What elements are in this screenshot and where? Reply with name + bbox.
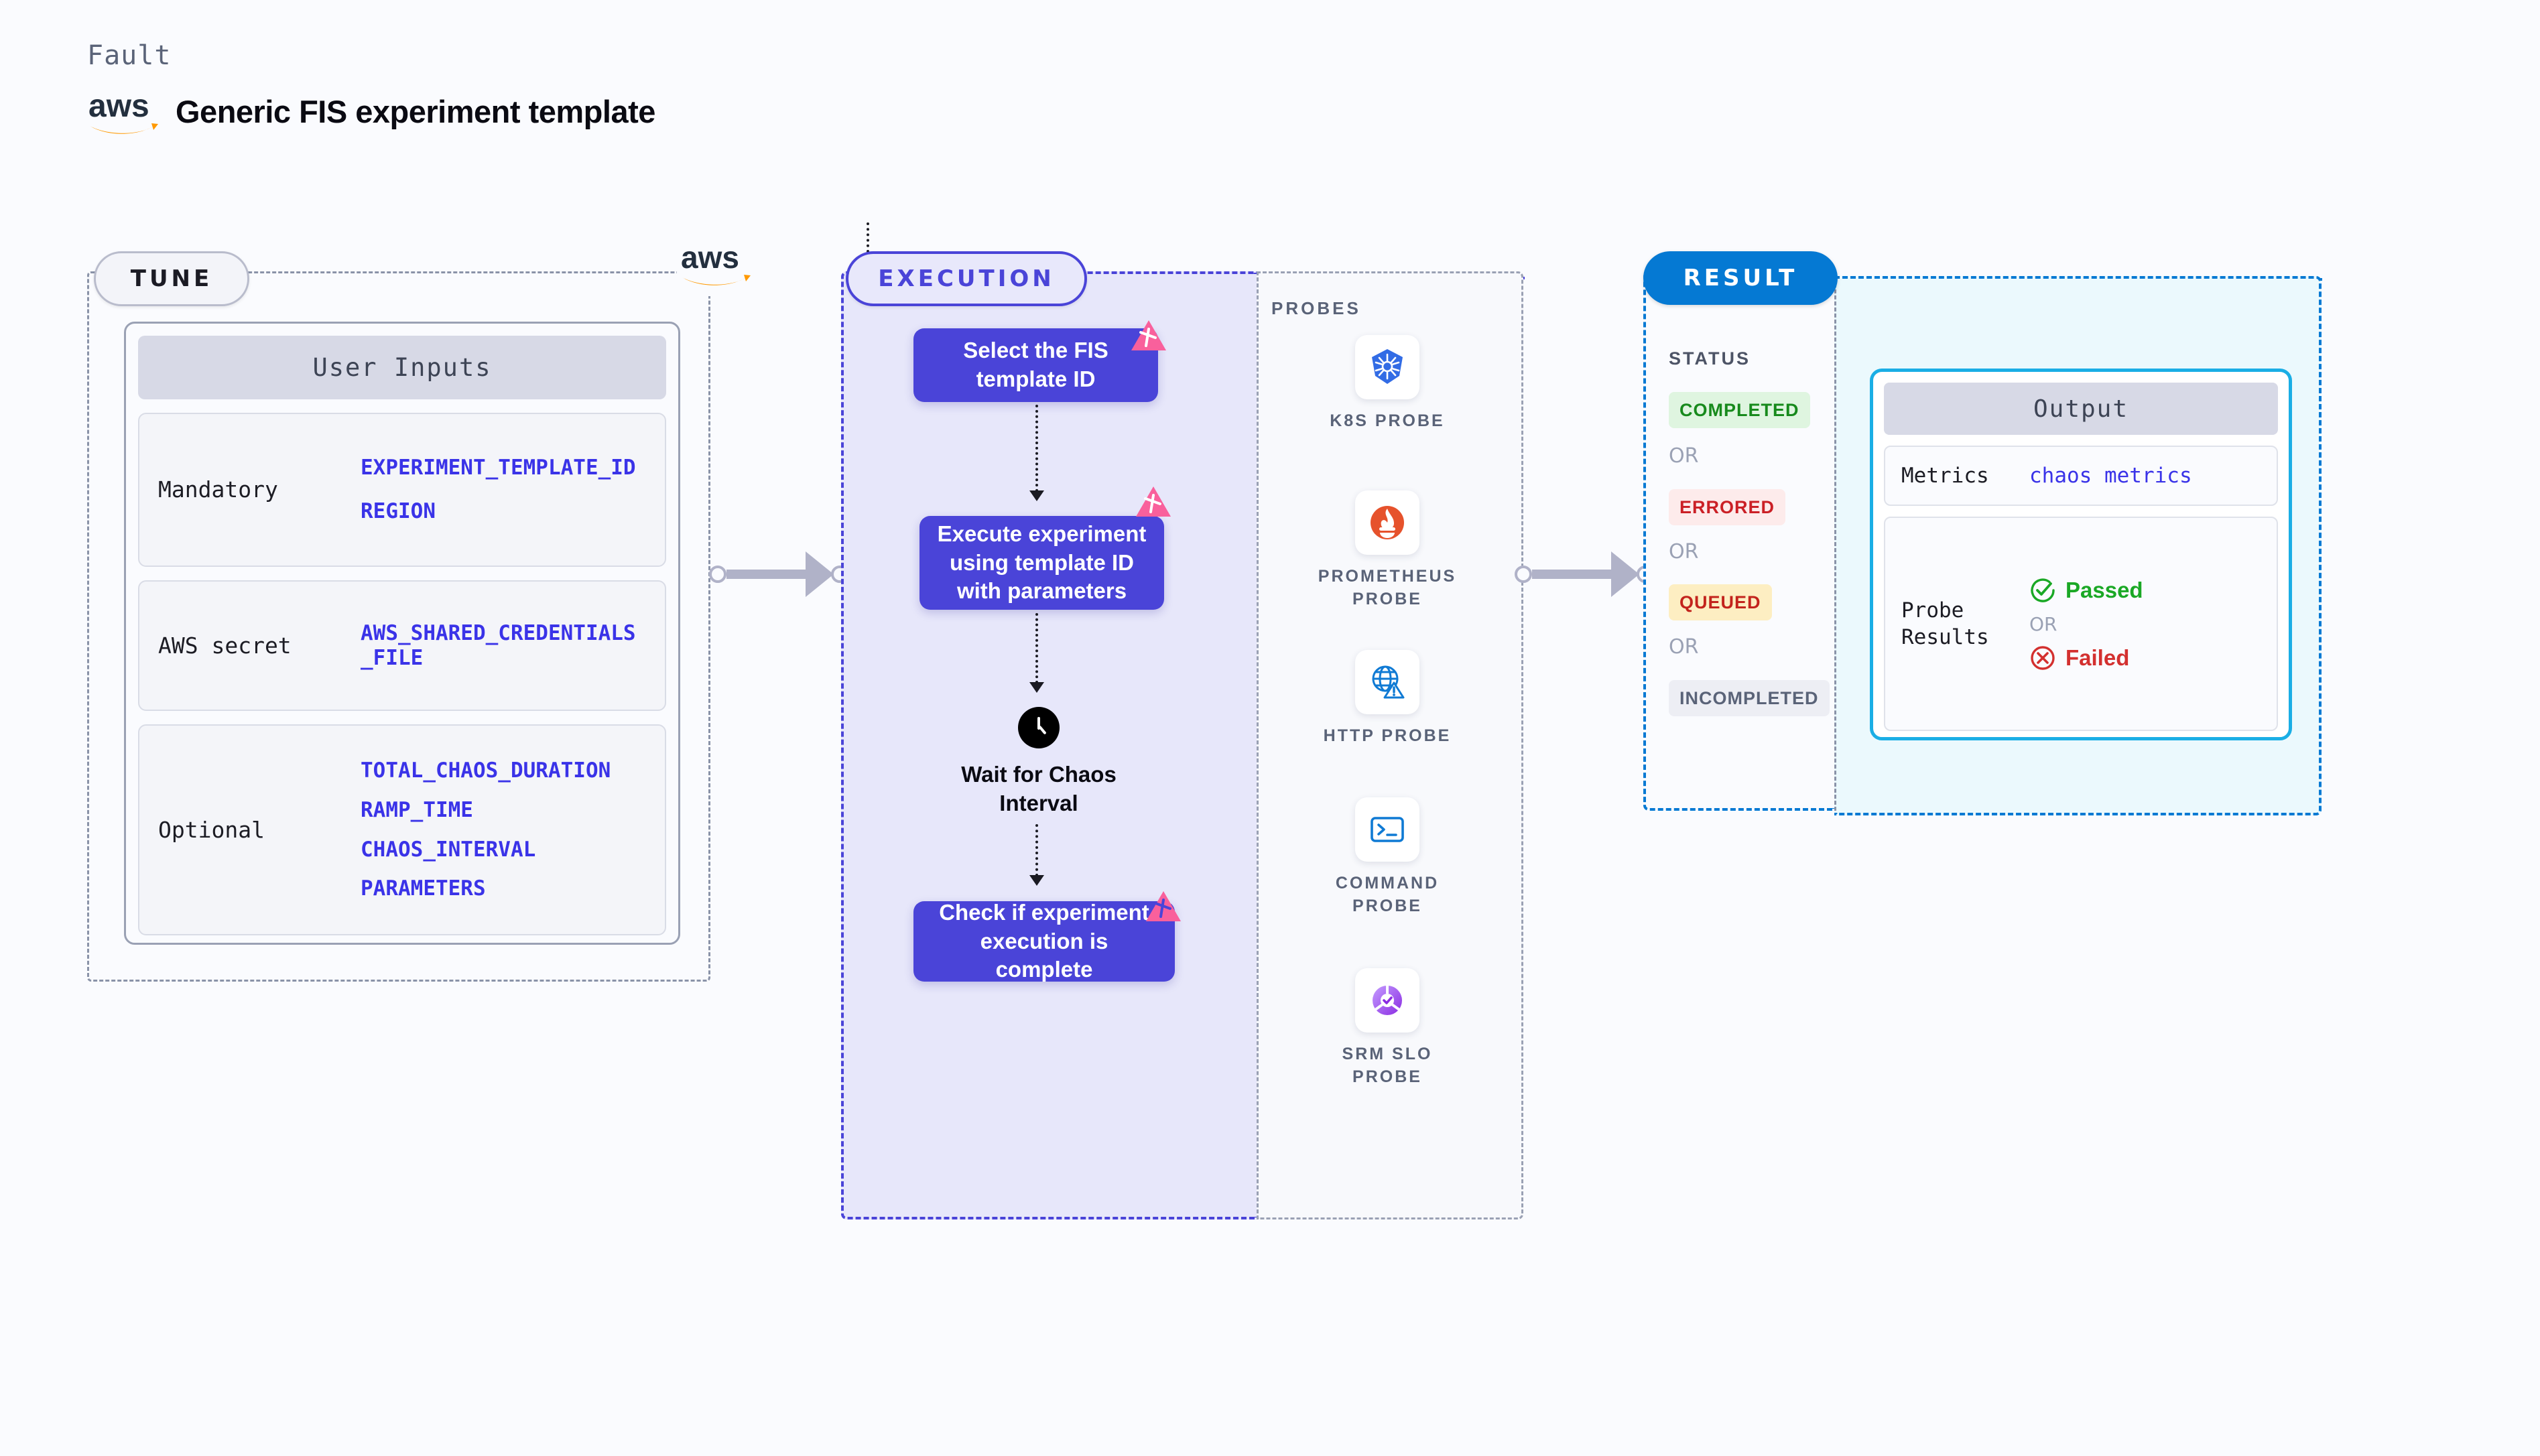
- input-group-optional: Optional TOTAL_CHAOS_DURATION RAMP_TIME …: [138, 724, 666, 935]
- output-metrics-value: chaos metrics: [2029, 464, 2192, 488]
- probe-result-failed-label: Failed: [2066, 645, 2130, 670]
- probe-item-srm-slo[interactable]: SRM SLO PROBE: [1307, 968, 1468, 1089]
- kubernetes-icon: [1355, 335, 1419, 399]
- input-value: RAMP_TIME: [361, 797, 473, 822]
- eyebrow-label: Fault: [87, 40, 172, 71]
- execution-node-check-complete[interactable]: Check if experiment execution is complet…: [913, 900, 1175, 982]
- output-row-metrics: Metrics chaos metrics: [1884, 446, 2278, 506]
- flow-arrowhead: [1029, 490, 1044, 501]
- flow-arrowhead: [1029, 682, 1044, 693]
- or-separator: OR: [2029, 612, 2057, 635]
- connector-execution-to-result: [1515, 551, 1654, 597]
- output-row-probe-results: Probe Results Passed OR Failed: [1884, 517, 2278, 731]
- input-group-label: Optional: [158, 816, 265, 843]
- or-separator: OR: [1669, 540, 1699, 564]
- status-title: STATUS: [1669, 348, 1751, 369]
- input-value: REGION: [361, 499, 436, 523]
- execution-node-select-template[interactable]: Select the FIS template ID: [913, 328, 1158, 402]
- probe-label: K8S PROBE: [1330, 411, 1445, 430]
- input-group-mandatory: Mandatory EXPERIMENT_TEMPLATE_ID REGION: [138, 413, 666, 567]
- terminal-icon: [1355, 797, 1419, 862]
- litmus-icon: [1136, 486, 1171, 517]
- probes-title: PROBES: [1271, 298, 1361, 318]
- aws-logo-inline: aws: [677, 235, 757, 296]
- execution-node-execute-experiment[interactable]: Execute experiment using template ID wit…: [919, 516, 1164, 610]
- connector-end-dot: [831, 566, 848, 583]
- input-value: PARAMETERS: [361, 876, 486, 901]
- connector-start-dot: [709, 566, 726, 583]
- probe-item-k8s[interactable]: K8S PROBE: [1307, 335, 1468, 433]
- input-group-values: EXPERIMENT_TEMPLATE_ID REGION: [361, 456, 636, 523]
- probe-label: PROMETHEUS PROBE: [1318, 567, 1457, 608]
- output-probe-results-values: Passed OR Failed: [2029, 577, 2143, 671]
- probe-label: COMMAND PROBE: [1335, 874, 1440, 915]
- output-title: Output: [1884, 383, 2278, 435]
- input-value: CHAOS_INTERVAL: [361, 837, 536, 862]
- flow-arrowhead: [1029, 875, 1044, 886]
- page-title: Generic FIS experiment template: [176, 94, 655, 129]
- connector-line: [726, 570, 806, 579]
- or-separator: OR: [1669, 635, 1699, 659]
- clock-icon: [1018, 707, 1060, 748]
- status-badge-incompleted: INCOMPLETED: [1669, 680, 1830, 716]
- input-value: AWS_SHARED_CREDENTIALS _FILE: [361, 620, 636, 670]
- result-divider: [1834, 271, 1836, 811]
- probe-label: HTTP PROBE: [1323, 726, 1452, 745]
- input-group-values: AWS_SHARED_CREDENTIALS _FILE: [361, 621, 636, 670]
- probe-result-failed: Failed: [2029, 645, 2143, 671]
- probe-item-http[interactable]: HTTP PROBE: [1307, 650, 1468, 748]
- probe-label: SRM SLO PROBE: [1342, 1045, 1433, 1086]
- output-card: Output Metrics chaos metrics Probe Resul…: [1870, 369, 2292, 740]
- probes-divider: [1257, 271, 1259, 1219]
- input-group-aws-secret: AWS secret AWS_SHARED_CREDENTIALS _FILE: [138, 580, 666, 711]
- probes-container: [1257, 271, 1523, 1219]
- svg-text:aws: aws: [88, 88, 149, 124]
- connector-tune-to-execution: [709, 551, 848, 597]
- execution-top-dotted-tick: [867, 222, 869, 253]
- or-separator: OR: [1669, 444, 1699, 468]
- status-badge-completed: COMPLETED: [1669, 392, 1810, 428]
- connector-line: [1532, 570, 1611, 579]
- litmus-icon: [1146, 891, 1181, 921]
- flow-connector: [1035, 824, 1038, 876]
- probe-result-passed: Passed: [2029, 577, 2143, 604]
- wait-for-chaos-interval-label: Wait for Chaos Interval: [961, 762, 1117, 815]
- input-group-label: AWS secret: [158, 632, 292, 659]
- x-circle-icon: [2031, 645, 2055, 670]
- stage-pill-result[interactable]: RESULT: [1643, 251, 1838, 305]
- page-header: Fault aws Generic FIS experiment templat…: [87, 40, 655, 138]
- connector-arrowhead: [806, 551, 834, 597]
- user-inputs-card: User Inputs Mandatory EXPERIMENT_TEMPLAT…: [124, 322, 680, 945]
- result-container: [1643, 271, 1834, 811]
- probe-item-command[interactable]: COMMAND PROBE: [1307, 797, 1468, 918]
- flow-connector: [1035, 405, 1038, 492]
- flow-connector: [1035, 613, 1038, 683]
- http-globe-icon: [1355, 650, 1419, 714]
- stage-pill-execution[interactable]: EXECUTION: [846, 251, 1087, 306]
- svg-text:aws: aws: [681, 240, 739, 275]
- prometheus-icon: [1355, 490, 1419, 555]
- user-inputs-title: User Inputs: [138, 336, 666, 399]
- probe-item-prometheus[interactable]: PROMETHEUS PROBE: [1307, 490, 1468, 611]
- aws-logo: aws: [87, 86, 161, 138]
- status-badge-errored: ERRORED: [1669, 489, 1786, 525]
- check-circle-icon: [2031, 578, 2055, 602]
- stage-pill-tune[interactable]: TUNE: [94, 251, 249, 306]
- connector-arrowhead: [1611, 551, 1639, 597]
- output-metrics-key: Metrics: [1901, 463, 1989, 488]
- srm-slo-icon: [1355, 968, 1419, 1033]
- connector-start-dot: [1515, 566, 1532, 583]
- status-badge-queued: QUEUED: [1669, 584, 1772, 620]
- input-group-values: TOTAL_CHAOS_DURATION RAMP_TIME CHAOS_INT…: [361, 758, 611, 901]
- input-value: EXPERIMENT_TEMPLATE_ID: [361, 456, 636, 480]
- output-probe-results-key: Probe Results: [1901, 598, 1989, 649]
- litmus-icon: [1131, 320, 1166, 350]
- input-value: TOTAL_CHAOS_DURATION: [361, 758, 611, 783]
- probe-result-passed-label: Passed: [2066, 577, 2143, 602]
- input-group-label: Mandatory: [158, 476, 278, 503]
